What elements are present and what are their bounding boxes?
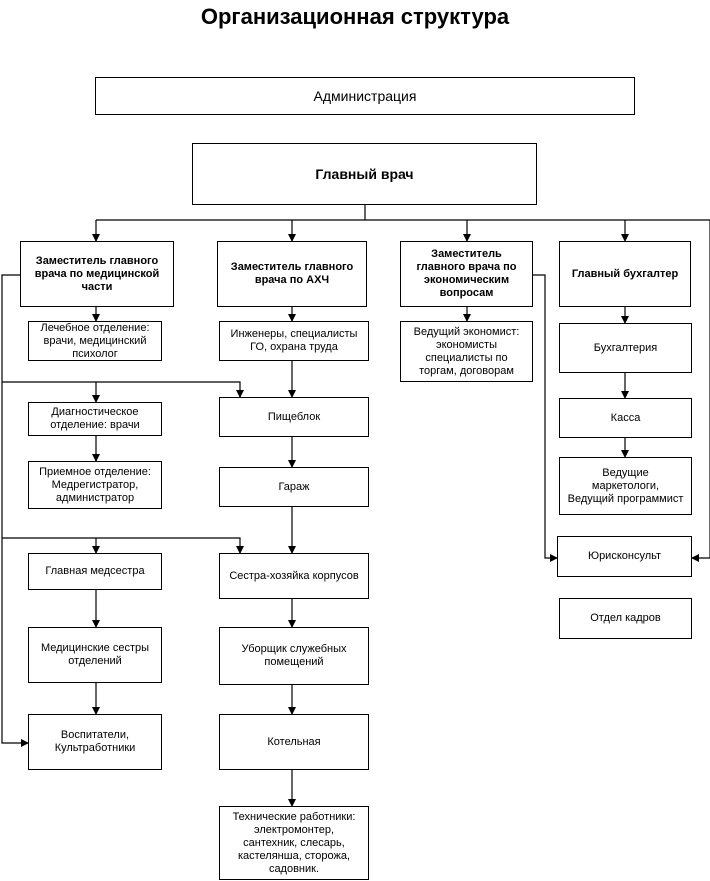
node-dept-nurses: Медицинские сестры отделений (28, 627, 162, 683)
node-deputy-ahch: Заместитель главного врача по АХЧ (217, 241, 367, 307)
node-chief-doctor: Главный врач (192, 143, 537, 205)
node-hr: Отдел кадров (559, 598, 692, 639)
node-tech-workers: Технические работники: электромонтер, са… (219, 806, 369, 880)
node-deputy-medical: Заместитель главного врача по медицинско… (20, 241, 174, 307)
node-chief-accountant: Главный бухгалтер (559, 241, 691, 307)
node-housekeeper: Сестра-хозяйка корпусов (219, 553, 369, 599)
node-garage: Гараж (219, 467, 369, 507)
node-administration: Администрация (95, 77, 635, 115)
node-accounting: Бухгалтерия (559, 323, 692, 373)
node-lead-economist: Ведущий экономист: экономисты специалист… (400, 321, 533, 382)
node-diagnostic-dept: Диагностическое отделение: врачи (28, 402, 162, 436)
node-educators: Воспитатели, Культработники (28, 714, 162, 770)
node-admission-dept: Приемное отделение: Медрегистратор, адми… (28, 461, 162, 509)
node-legal: Юрисконсульт (557, 536, 692, 577)
node-treatment-dept: Лечебное отделение: врачи, медицинский п… (28, 321, 162, 361)
node-boiler-room: Котельная (219, 714, 369, 770)
page-title: Организационная структура (200, 4, 510, 29)
node-cleaner: Уборщик служебных помещений (219, 627, 369, 685)
node-engineers: Инженеры, специалисты ГО, охрана труда (219, 321, 369, 361)
node-deputy-economic: Заместитель главного врача по экономичес… (400, 241, 533, 307)
node-head-nurse: Главная медсестра (28, 553, 162, 590)
node-canteen: Пищеблок (219, 397, 369, 437)
node-marketers: Ведущие маркетологи, Ведущий программист (559, 457, 692, 515)
node-cashier: Касса (559, 398, 692, 438)
